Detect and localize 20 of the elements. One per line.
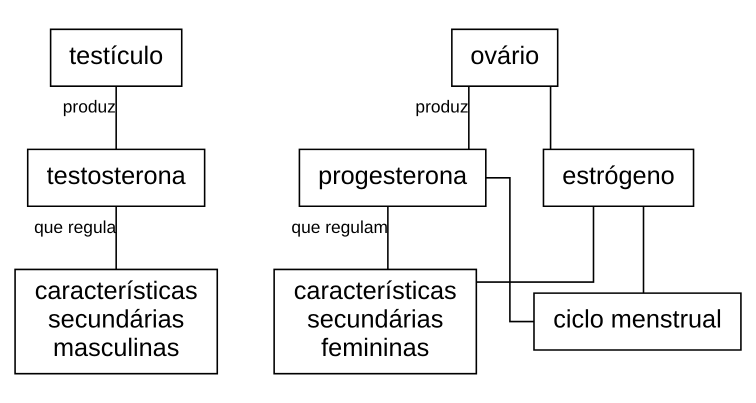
connector <box>387 206 389 270</box>
node-box: testosterona <box>26 148 206 208</box>
edge-label: que regula <box>34 217 116 238</box>
node-box: progesterona <box>298 148 487 208</box>
connector <box>486 177 534 322</box>
connector <box>476 206 594 283</box>
connector <box>642 206 644 293</box>
connector <box>468 86 470 150</box>
connector <box>115 206 117 270</box>
node-box: características secundárias masculinas <box>14 268 218 374</box>
edge-label: que regulam <box>291 217 388 238</box>
node-box: ovário <box>451 28 558 87</box>
node-box: características secundárias femininas <box>273 268 478 374</box>
connector <box>115 86 117 150</box>
connector <box>550 86 552 150</box>
node-box: estrógeno <box>542 148 694 208</box>
edge-label: produz <box>415 96 469 117</box>
edge-label: produz <box>62 96 116 117</box>
node-box: ciclo menstrual <box>533 292 742 351</box>
node-box: testículo <box>50 28 183 87</box>
